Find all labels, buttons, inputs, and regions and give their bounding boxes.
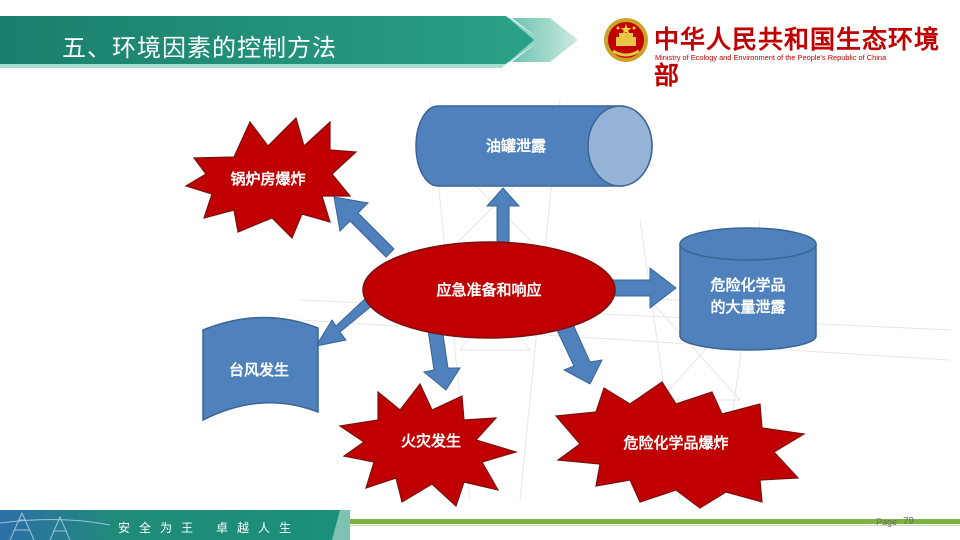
node-center <box>362 241 616 339</box>
node-center-label: 应急准备和响应 <box>436 281 542 299</box>
national-emblem-icon <box>604 18 648 62</box>
node-boiler-label: 锅炉房爆炸 <box>230 170 306 188</box>
node-boiler <box>184 116 358 240</box>
page-label: Page <box>876 517 898 527</box>
org-name: 中华人民共和国生态环境部 <box>654 25 941 90</box>
node-typhoon <box>202 316 319 422</box>
node-chem-leak-label: 危险化学品 的大量泄露 <box>710 274 785 318</box>
node-typhoon-label: 台风发生 <box>228 361 290 379</box>
footer-slogan-left: 安全为王 <box>118 521 203 535</box>
footer-slogan: 安全为王卓越人生 <box>118 519 300 536</box>
node-chem-leak-line1: 危险化学品 <box>710 276 786 294</box>
node-fire <box>338 382 519 508</box>
footer-slogan-right: 卓越人生 <box>216 521 301 535</box>
slide-title: 五、环境因素的控制方法 <box>62 34 337 62</box>
node-chem-leak-line2: 的大量泄露 <box>710 298 786 316</box>
org-name-en: Ministry of Ecology and Environment of t… <box>655 53 887 62</box>
arrow-to-boiler <box>333 196 395 258</box>
arrow-to-typhoon <box>314 295 375 347</box>
node-chem-explosion-label: 危险化学品爆炸 <box>623 434 729 452</box>
node-oil-tank <box>415 105 653 187</box>
arrow-to-chem-explosion <box>555 321 603 385</box>
arrow-to-chem-leak <box>609 266 677 310</box>
footer-tower-image <box>0 511 111 540</box>
title-bar <box>0 0 960 68</box>
footer-bar <box>0 510 960 540</box>
page-number: 79 <box>903 516 915 527</box>
node-chem-explosion <box>554 381 806 509</box>
arrow-to-oil-tank <box>485 187 521 243</box>
node-chem-leak <box>679 227 817 351</box>
arrow-to-fire <box>422 327 461 391</box>
node-oil-tank-label: 油罐泄露 <box>485 137 547 155</box>
node-fire-label: 火灾发生 <box>400 432 462 450</box>
